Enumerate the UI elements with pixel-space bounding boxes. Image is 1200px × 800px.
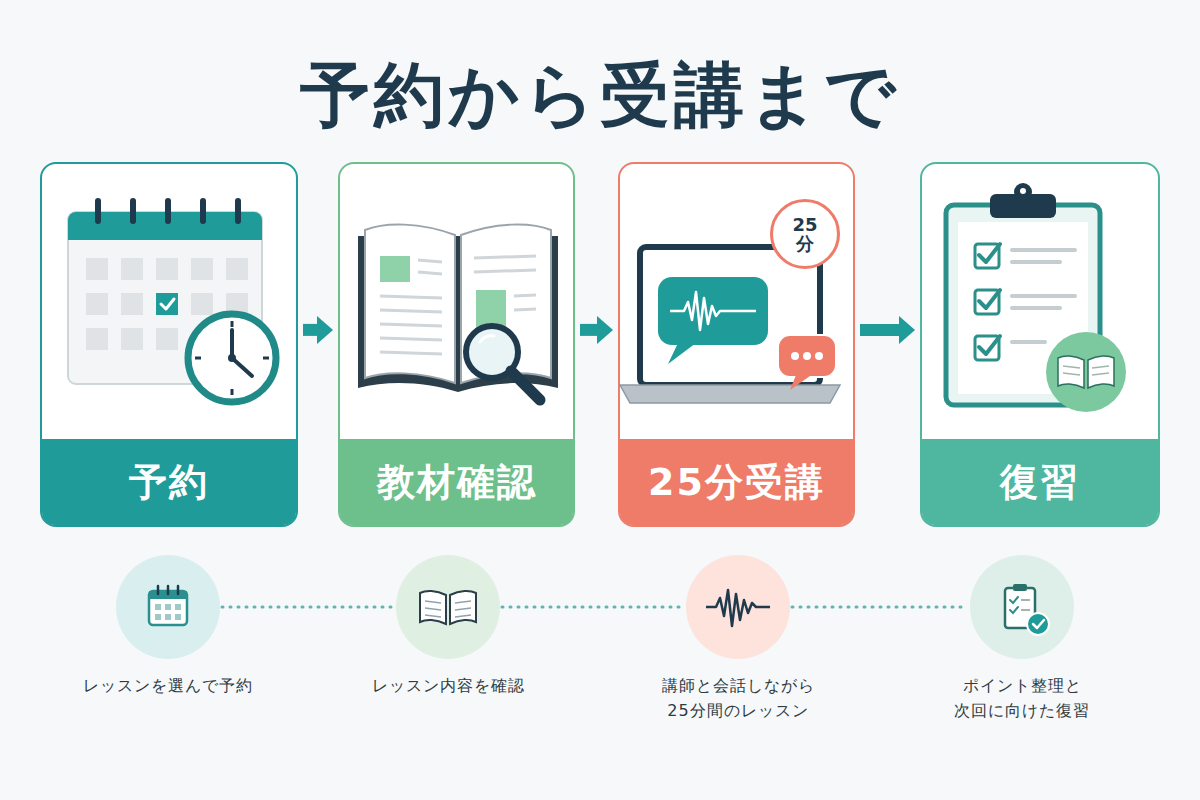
step-label: 予約 — [129, 457, 209, 508]
connector-line — [502, 606, 684, 609]
step-band: 予約 — [42, 439, 296, 525]
step-caption: ポイント整理と 次回に向けた復習 — [922, 673, 1122, 723]
flow-arrow — [303, 316, 333, 344]
flow-arrow — [860, 316, 915, 344]
step-card: 教材確認 — [338, 162, 575, 527]
connector-line — [792, 606, 968, 609]
diagram-title: 予約から受講まで — [0, 50, 1200, 140]
step-band: 25分受講 — [620, 439, 853, 525]
step-card: 25分受講 25 分 — [618, 162, 855, 527]
dotted-connector — [502, 607, 684, 608]
step-card: 予約 — [40, 162, 298, 527]
step-label: 復習 — [1000, 457, 1080, 508]
timer-badge: 25 分 — [770, 199, 840, 269]
connector-line — [580, 324, 598, 336]
arrow-head — [899, 316, 915, 344]
arrow-head — [597, 316, 613, 344]
step-caption: 講師と会話しながら 25分間のレッスン — [638, 673, 838, 723]
icon-circle: ポイント整理と 次回に向けた復習 — [970, 555, 1074, 659]
dotted-connector — [792, 607, 968, 608]
arrow-head — [317, 316, 333, 344]
step-label: 25分受講 — [648, 457, 825, 508]
step-label: 教材確認 — [377, 457, 537, 508]
step-card: 復習 — [920, 162, 1160, 527]
connector-line — [303, 324, 318, 336]
icon-circle: 講師と会話しながら 25分間のレッスン — [686, 555, 790, 659]
step-band: 教材確認 — [340, 439, 573, 525]
dotted-connector — [222, 607, 394, 608]
connector-line — [222, 606, 394, 609]
connector-line — [860, 324, 900, 336]
icon-circle: レッスン内容を確認 — [396, 555, 500, 659]
step-caption: レッスンを選んで予約 — [68, 673, 268, 698]
step-band: 復習 — [922, 439, 1158, 525]
step-caption: レッスン内容を確認 — [348, 673, 548, 698]
flow-arrow — [580, 316, 613, 344]
icon-circle: レッスンを選んで予約 — [116, 555, 220, 659]
timer-text: 25 分 — [788, 215, 822, 253]
